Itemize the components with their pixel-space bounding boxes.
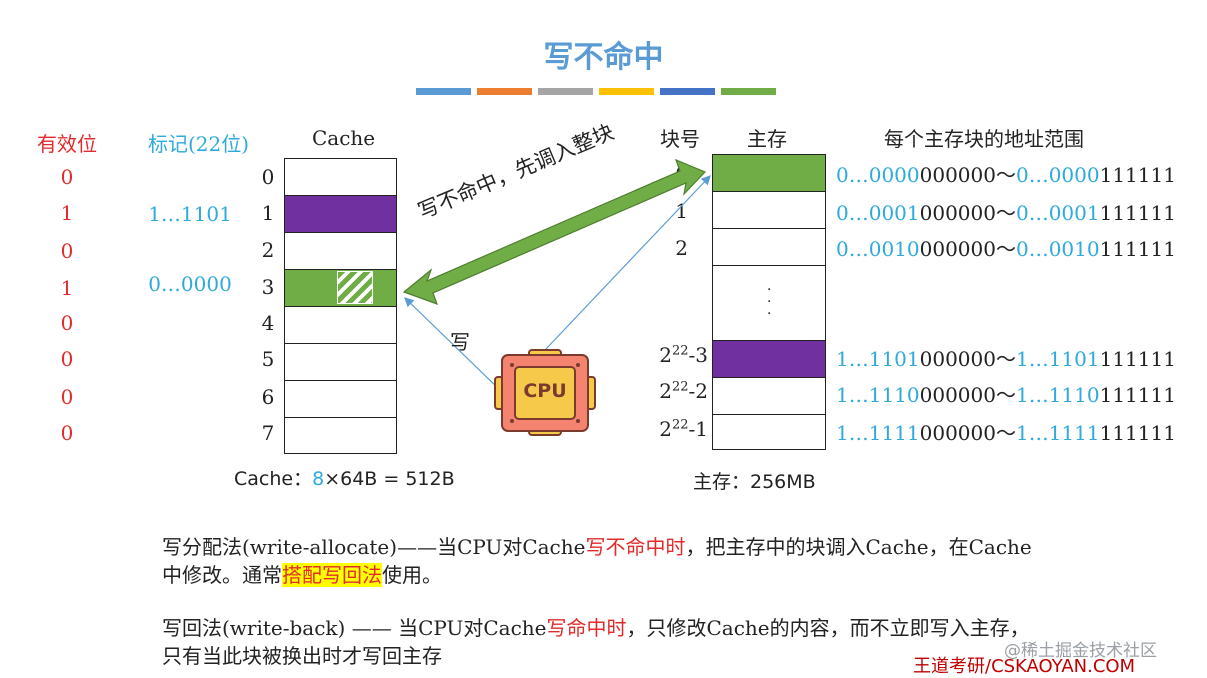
valid-bit: 0 — [60, 347, 74, 371]
cache-line-index: 7 — [261, 421, 275, 445]
cpu-label: CPU — [523, 380, 567, 402]
page-title: 写不命中 — [543, 40, 664, 75]
cache-line-loaded — [285, 270, 396, 307]
cache-caption-prefix: Cache： — [234, 468, 313, 490]
memory-size-caption: 主存：256MB — [693, 471, 816, 493]
mem-block-ellipsis: ··· — [713, 266, 825, 341]
cache-line — [285, 307, 396, 344]
block-number: 222-2 — [659, 379, 708, 403]
vertical-ellipsis: ··· — [767, 282, 772, 322]
watermark: @稀土掘金技术社区 — [1004, 641, 1157, 661]
color-bar-segment — [416, 88, 471, 95]
color-bar-segment — [660, 88, 715, 95]
write-back-description: 写回法(write-back) —— 当CPU对Cache写命中时，只修改Cac… — [162, 616, 1030, 668]
color-bar-segment — [721, 88, 776, 95]
header-address-range: 每个主存块的地址范围 — [884, 127, 1084, 151]
cache-line-count: 8 — [312, 468, 325, 490]
address-range: 1…1101000000～1…1101111111 — [836, 347, 1176, 371]
cache-line-occupied — [285, 196, 396, 233]
cache-size-caption: Cache：8×64B = 512B — [234, 464, 455, 491]
address-range: 1…1111000000～1…1111111111 — [836, 421, 1176, 445]
highlighted-term: 搭配写回法 — [282, 563, 382, 587]
valid-bit: 0 — [60, 165, 74, 189]
mem-block-cached — [713, 341, 825, 378]
color-bar-segment — [599, 88, 654, 95]
brand-footer: 王道考研/CSKAOYAN.COM — [913, 656, 1136, 677]
modified-word-hatch — [337, 271, 373, 304]
header-valid-bit: 有效位 — [37, 132, 97, 156]
valid-bit: 1 — [60, 201, 74, 225]
mem-block — [713, 229, 825, 266]
cache-line-index: 0 — [261, 165, 275, 189]
block-number: 222-1 — [659, 417, 708, 441]
write-arrow — [404, 297, 501, 391]
cache-line — [285, 344, 396, 381]
address-range: 0…0000000000～0…0000111111 — [836, 163, 1176, 187]
cache-line — [285, 159, 396, 196]
cache-line-index: 5 — [261, 347, 275, 371]
cpu-to-memory-line — [544, 175, 711, 351]
address-range: 0…0001000000～0…0001111111 — [836, 201, 1176, 225]
cache-line-index: 3 — [261, 275, 275, 299]
header-cache: Cache — [312, 126, 376, 150]
address-range: 1…1110000000～1…1110111111 — [836, 383, 1176, 407]
tag-value: 1…1101 — [148, 202, 232, 226]
valid-bit: 0 — [60, 421, 74, 445]
valid-bit: 0 — [60, 239, 74, 263]
cache-line-index: 2 — [261, 238, 275, 262]
header-tag: 标记(22位) — [148, 132, 250, 156]
mem-block — [713, 192, 825, 229]
header-main-memory: 主存 — [747, 127, 787, 151]
color-bar-segment — [538, 88, 593, 95]
write-allocate-description: 写分配法(write-allocate)——当CPU对Cache写不命中时，把主… — [162, 535, 1032, 587]
write-label: 写 — [450, 330, 470, 354]
cache-line-index: 1 — [261, 201, 275, 225]
valid-bit: 0 — [60, 311, 74, 335]
block-number: 2 — [675, 236, 688, 260]
cache-caption-rest: ×64B = 512B — [324, 468, 455, 490]
cache-line — [285, 381, 396, 418]
load-block-arrow — [402, 158, 707, 306]
header-block-number: 块号 — [660, 127, 700, 151]
cache-table — [284, 158, 397, 454]
block-number: 222-3 — [659, 343, 708, 367]
cache-line-index: 4 — [261, 311, 275, 335]
color-bar-segment — [477, 88, 532, 95]
valid-bit: 0 — [60, 385, 74, 409]
block-number: 1 — [675, 199, 688, 223]
address-range: 0…0010000000～0…0010111111 — [836, 237, 1176, 261]
mem-block-target — [713, 155, 825, 192]
main-memory-table: ··· — [712, 154, 826, 450]
valid-bit: 1 — [60, 276, 74, 300]
cache-line-index: 6 — [261, 385, 275, 409]
cache-line — [285, 233, 396, 270]
cpu-chip-icon — [494, 349, 596, 436]
tag-value: 0…0000 — [148, 272, 232, 296]
mem-block — [713, 378, 825, 415]
